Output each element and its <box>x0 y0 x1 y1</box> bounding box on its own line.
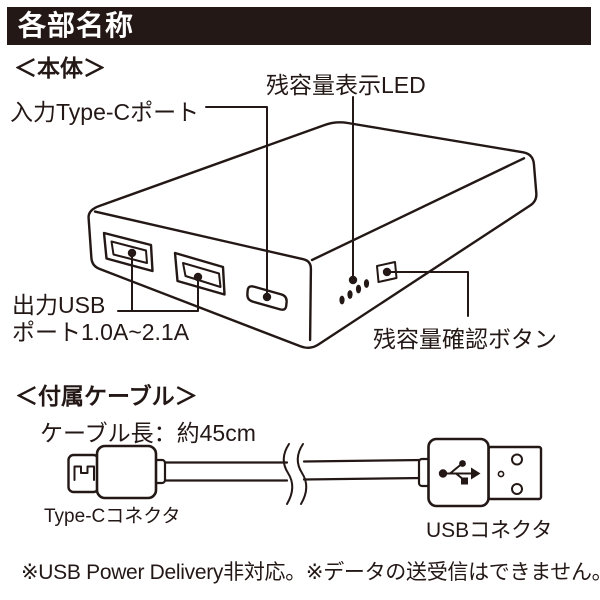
type-c-port <box>246 285 288 311</box>
annotation-check-button <box>382 267 469 317</box>
usb-trident-icon <box>438 460 481 485</box>
label-remaining-capacity-led: 残容量表示LED <box>266 72 426 98</box>
type-c-plug <box>67 444 167 500</box>
capacity-check-button <box>376 261 398 283</box>
usb-port-a2 <box>173 251 226 296</box>
label-cable-length: ケーブル長：約45cm <box>40 420 256 446</box>
usb-port-a1 <box>102 231 154 273</box>
label-capacity-check-button: 残容量確認ボタン <box>373 326 557 352</box>
label-input-type-c-port: 入力Type-Cポート <box>10 99 200 125</box>
led-indicator <box>339 279 370 305</box>
page-title: 各部名称 <box>18 10 135 41</box>
cable-break-mark <box>282 443 308 505</box>
section-title-banner: 各部名称 <box>7 7 591 45</box>
cable-section-heading: ＜付属ケーブル＞ <box>15 383 198 409</box>
cable-illustration <box>67 437 543 508</box>
label-output-usb-line2: ポート1.0A~2.1A <box>12 319 190 345</box>
footnote: ※USB Power Delivery非対応。※データの送受信はできません。 <box>21 561 600 584</box>
label-type-c-connector: Type-Cコネクタ <box>44 506 181 527</box>
annotation-led <box>348 96 358 285</box>
body-section-heading: ＜本体＞ <box>14 55 106 81</box>
usb-plug <box>417 437 543 508</box>
label-output-usb-port: 出力USB ポート1.0A~2.1A <box>12 292 189 346</box>
annotation-lines <box>117 96 469 317</box>
label-usb-connector: USBコネクタ <box>426 519 553 542</box>
label-output-usb-line1: 出力USB <box>12 292 106 318</box>
annotation-input-type-c <box>205 106 272 302</box>
